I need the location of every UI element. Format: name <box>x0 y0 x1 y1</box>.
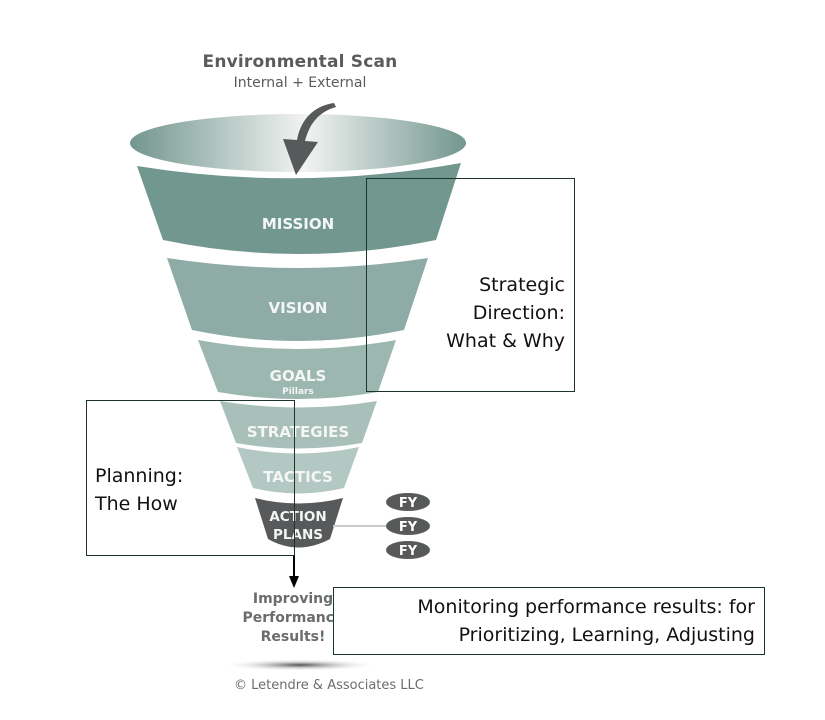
tactics-label: TACTICS <box>263 468 333 486</box>
funnel-band-action-plans <box>255 498 343 548</box>
results-line: Improving <box>252 591 334 607</box>
fy-badge-label: FY <box>399 520 418 535</box>
funnel-band-mission <box>137 163 461 254</box>
strategic-direction-box: Strategic Direction: What & Why <box>366 178 575 392</box>
goals-label: GOALS <box>270 367 327 385</box>
fy-badge-label: FY <box>399 544 418 559</box>
results-line: Results! <box>260 629 326 645</box>
vision-label: VISION <box>269 299 328 317</box>
strategies-label: STRATEGIES <box>247 423 349 441</box>
funnel-band-tactics <box>237 447 359 494</box>
results-label: Improving Performance Results! <box>238 590 348 647</box>
monitoring-line: Monitoring performance results: for <box>417 596 755 618</box>
floor-shadow <box>222 659 378 671</box>
strategic-line: Strategic <box>479 274 565 296</box>
fy-badge-label: FY <box>399 496 418 511</box>
copyright-notice: © Letendre & Associates LLC <box>234 678 424 693</box>
fy-badge: FY <box>386 517 430 535</box>
fy-badge: FY <box>386 541 430 559</box>
funnel-band-goals <box>198 340 396 399</box>
strategic-line: Direction: <box>472 302 565 324</box>
strategic-line: What & Why <box>446 330 565 352</box>
planning-line: The How <box>95 493 178 515</box>
funnel-band-vision <box>167 258 428 341</box>
mission-label: MISSION <box>262 215 334 233</box>
results-line: Performance <box>242 610 344 626</box>
pillars-label: Pillars <box>282 387 314 397</box>
diagram-title: Environmental Scan <box>202 52 398 72</box>
action-label: ACTION <box>269 509 326 525</box>
monitoring-line: Prioritizing, Learning, Adjusting <box>458 624 755 646</box>
curved-arrow-icon <box>283 103 336 175</box>
funnel-band-strategies <box>220 401 377 449</box>
plans-label: PLANS <box>273 527 323 543</box>
diagram-subtitle: Internal + External <box>233 75 367 91</box>
planning-box: Planning: The How <box>86 400 295 556</box>
planning-line: Planning: <box>95 465 184 487</box>
fy-badge: FY <box>386 493 430 511</box>
monitoring-box: Monitoring performance results: for Prio… <box>333 587 765 655</box>
results-arrow-head-icon <box>289 576 299 588</box>
